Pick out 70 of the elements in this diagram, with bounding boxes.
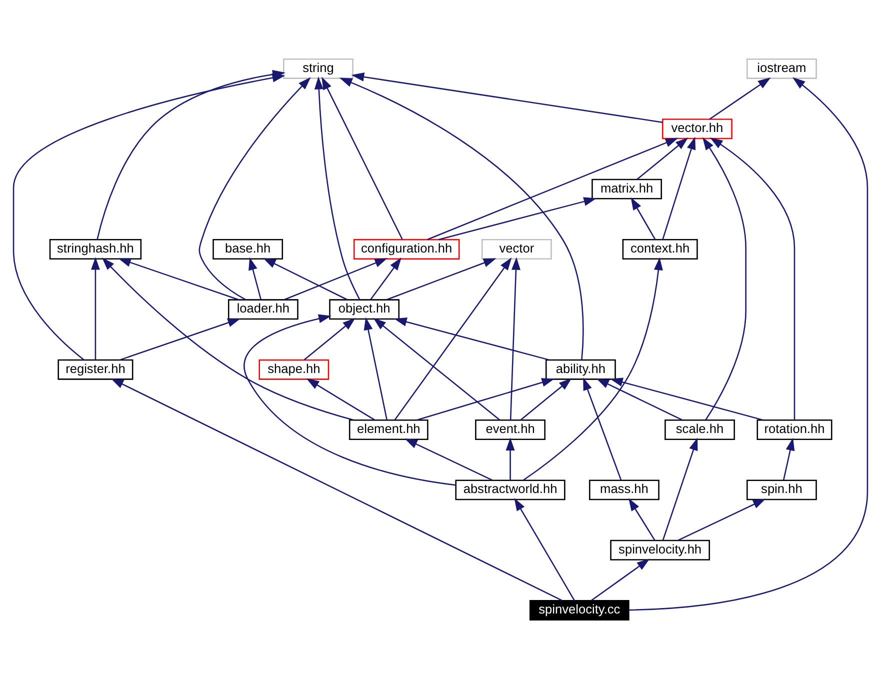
arrow <box>510 256 520 420</box>
arrow <box>583 376 622 480</box>
arrow <box>596 378 682 420</box>
node-box: stringhash.hh <box>49 238 142 259</box>
node-box: base.hh <box>212 238 284 259</box>
node-box: rotation.hh <box>756 419 832 440</box>
arrow <box>314 76 360 300</box>
arrow <box>248 256 262 300</box>
arrow <box>351 72 663 122</box>
node-box: ability.hh <box>545 358 616 380</box>
arrow <box>306 378 375 420</box>
arrow <box>662 136 696 240</box>
arrow <box>373 317 500 420</box>
node-box: matrix.hh <box>592 178 662 199</box>
arrow <box>102 257 354 420</box>
arrow <box>304 318 356 360</box>
arrow <box>438 196 597 240</box>
arrow <box>702 136 746 420</box>
node-box: element.hh <box>348 419 428 440</box>
node-box: string <box>283 58 354 78</box>
node-box: register.hh <box>58 358 134 380</box>
node-box: spin.hh <box>746 479 817 500</box>
arrow <box>394 317 550 360</box>
arrow <box>12 72 286 360</box>
node-box: abstractworld.hh <box>455 479 566 500</box>
arrow <box>636 136 688 180</box>
node-box: loader.hh <box>228 298 298 320</box>
node-box: spinvelocity.cc <box>529 600 630 620</box>
node-box: spinvelocity.hh <box>610 539 710 560</box>
node-box: context.hh <box>622 238 698 259</box>
arrow <box>709 76 771 120</box>
arrow <box>198 76 311 300</box>
arrow <box>628 76 868 610</box>
arrow <box>262 258 348 300</box>
arrow <box>523 256 663 480</box>
node-box: vector <box>481 238 552 259</box>
arrow <box>427 137 678 240</box>
arrow <box>710 136 796 420</box>
node-box: iostream <box>746 58 817 78</box>
arrow <box>678 498 766 540</box>
arrow <box>506 437 515 480</box>
arrow <box>630 196 656 240</box>
arrow <box>110 378 562 601</box>
arrow <box>370 257 402 300</box>
node-box: shape.hh <box>258 358 330 380</box>
node-box: configuration.hh <box>353 238 460 259</box>
node-box: scale.hh <box>664 419 735 440</box>
arrow <box>364 316 388 420</box>
arrow <box>394 256 512 420</box>
arrow <box>520 378 572 420</box>
arrow <box>120 318 241 360</box>
arrow <box>610 377 764 420</box>
node-box: object.hh <box>329 298 400 320</box>
arrow <box>90 256 100 360</box>
arrow <box>628 498 656 540</box>
arrow <box>782 437 795 480</box>
arrow <box>514 497 575 600</box>
arrow <box>339 77 584 359</box>
arrow <box>590 558 650 601</box>
node-box: vector.hh <box>662 118 732 139</box>
arrow <box>284 258 388 300</box>
arrow <box>118 258 239 300</box>
arrow <box>322 76 403 240</box>
node-box: mass.hh <box>589 479 660 500</box>
arrow <box>662 437 698 540</box>
arrow <box>416 378 555 420</box>
arrow <box>404 438 493 480</box>
node-box: event.hh <box>475 419 546 440</box>
arrow <box>386 258 496 300</box>
arrow <box>244 314 456 486</box>
